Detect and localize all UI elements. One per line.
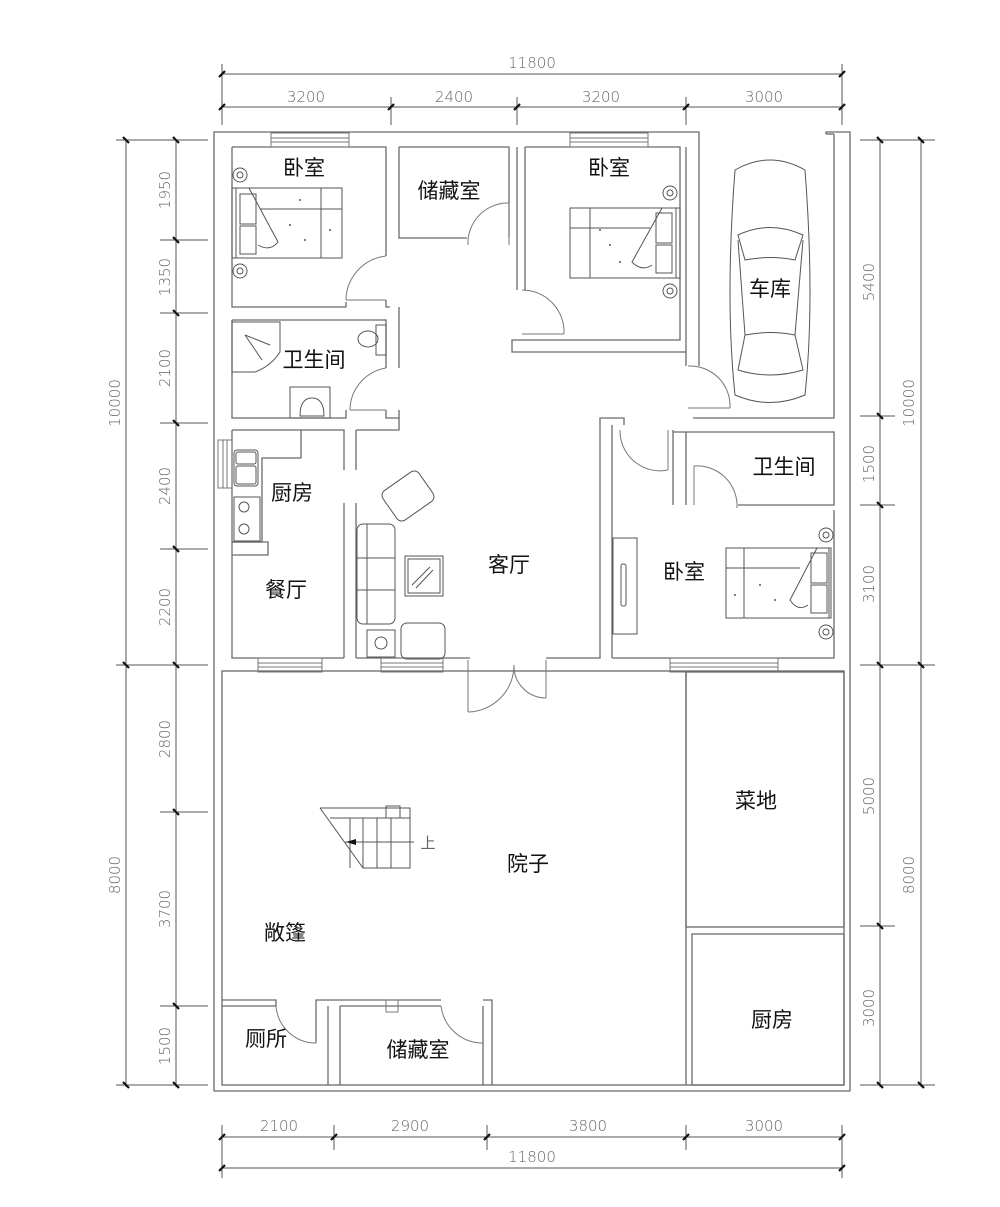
dim-left-8: 1500 bbox=[156, 1027, 174, 1065]
room-courtyard: 上 院子 敞篷 bbox=[264, 672, 687, 1085]
label-dining: 餐厅 bbox=[265, 578, 307, 602]
label-stair-up: 上 bbox=[420, 834, 435, 852]
kitchen-sink-icon bbox=[233, 449, 259, 487]
dim-bottom-total: 11800 bbox=[508, 1148, 556, 1166]
dim-top-total: 11800 bbox=[508, 54, 556, 72]
label-garage: 车库 bbox=[749, 277, 791, 301]
dim-right-5: 3000 bbox=[860, 989, 878, 1027]
room-bedroom-e: 卧室 bbox=[612, 510, 835, 673]
dimension-right: 5400 1500 3100 10000 5000 3000 8000 bbox=[860, 136, 935, 1089]
room-storage-top: 储藏室 bbox=[398, 146, 510, 246]
dim-left-5: 2200 bbox=[156, 588, 174, 626]
dim-bottom-4: 3000 bbox=[745, 1117, 783, 1135]
dim-bottom-3: 3800 bbox=[569, 1117, 607, 1135]
dimension-left: 1950 1350 2100 2400 2200 10000 2800 3700… bbox=[106, 136, 208, 1089]
dim-top-3: 3200 bbox=[582, 88, 620, 106]
label-bathroom-w: 卫生间 bbox=[283, 348, 346, 372]
staircase-icon bbox=[319, 805, 414, 869]
label-living: 客厅 bbox=[488, 553, 530, 577]
dimension-top: 11800 3200 2400 3200 3000 bbox=[218, 54, 846, 125]
armchair-icon bbox=[381, 470, 446, 660]
label-bedroom-n: 卧室 bbox=[588, 156, 630, 180]
dim-top-1: 3200 bbox=[287, 88, 325, 106]
room-toilet: 厕所 bbox=[222, 999, 329, 1085]
room-bathroom-w: 卫生间 bbox=[231, 307, 400, 419]
dim-left-6: 2800 bbox=[156, 720, 174, 758]
sink-icon bbox=[289, 386, 331, 419]
room-living: 客厅 bbox=[356, 417, 625, 713]
room-storage-bottom: 储藏室 bbox=[322, 999, 493, 1085]
coffee-table-icon bbox=[404, 555, 444, 597]
label-courtyard: 院子 bbox=[507, 852, 549, 876]
label-canopy: 敞篷 bbox=[264, 921, 306, 945]
dim-top-4: 3000 bbox=[745, 88, 783, 106]
label-vegetable-garden: 菜地 bbox=[735, 789, 777, 813]
dim-left-upper-total: 10000 bbox=[106, 379, 124, 427]
dim-left-3: 2100 bbox=[156, 349, 174, 387]
label-bathroom-e: 卫生间 bbox=[753, 455, 816, 479]
entrance-door-icon bbox=[467, 660, 547, 713]
dim-left-4: 2400 bbox=[156, 467, 174, 505]
bed-icon bbox=[231, 167, 343, 279]
sofa-icon bbox=[356, 523, 396, 625]
side-table-icon bbox=[366, 629, 396, 658]
car-icon bbox=[729, 159, 811, 403]
dim-bottom-2: 2900 bbox=[391, 1117, 429, 1135]
dim-top-2: 2400 bbox=[435, 88, 473, 106]
room-bedroom-nw: 卧室 bbox=[231, 132, 390, 308]
label-kitchen-w: 厨房 bbox=[271, 481, 313, 505]
dim-bottom-1: 2100 bbox=[260, 1117, 298, 1135]
label-toilet: 厕所 bbox=[245, 1027, 287, 1051]
room-kitchen-dining: 厨房 餐厅 bbox=[217, 429, 357, 673]
shower-icon bbox=[231, 321, 281, 373]
room-vegetable-garden: 菜地 bbox=[685, 671, 845, 928]
dim-right-upper-total: 10000 bbox=[900, 379, 918, 427]
label-bedroom-nw: 卧室 bbox=[283, 156, 325, 180]
dim-left-lower-total: 8000 bbox=[106, 856, 124, 894]
wardrobe-icon bbox=[612, 537, 638, 635]
dim-left-7: 3700 bbox=[156, 890, 174, 928]
room-kitchen-se: 厨房 bbox=[691, 933, 845, 1086]
label-kitchen-se: 厨房 bbox=[751, 1008, 793, 1032]
dim-right-lower-total: 8000 bbox=[900, 856, 918, 894]
label-bedroom-e: 卧室 bbox=[663, 560, 705, 584]
room-bedroom-n: 卧室 bbox=[511, 132, 686, 353]
dim-right-1: 5400 bbox=[860, 263, 878, 301]
dim-left-1: 1950 bbox=[156, 171, 174, 209]
dim-right-2: 1500 bbox=[860, 445, 878, 483]
dim-left-2: 1350 bbox=[156, 258, 174, 296]
toilet-icon bbox=[357, 324, 387, 356]
outer-walls bbox=[213, 131, 851, 1092]
label-storage-top: 储藏室 bbox=[418, 179, 481, 203]
room-bathroom-e: 卫生间 bbox=[619, 429, 835, 509]
dim-right-4: 5000 bbox=[860, 777, 878, 815]
bed-icon bbox=[569, 185, 681, 299]
dim-right-3: 3100 bbox=[860, 565, 878, 603]
label-storage-bottom: 储藏室 bbox=[387, 1038, 450, 1062]
bed-icon bbox=[725, 527, 834, 640]
stove-icon bbox=[233, 496, 261, 542]
room-garage: 车库 bbox=[685, 147, 835, 419]
dimension-bottom: 2100 2900 3800 3000 11800 bbox=[218, 1117, 846, 1178]
